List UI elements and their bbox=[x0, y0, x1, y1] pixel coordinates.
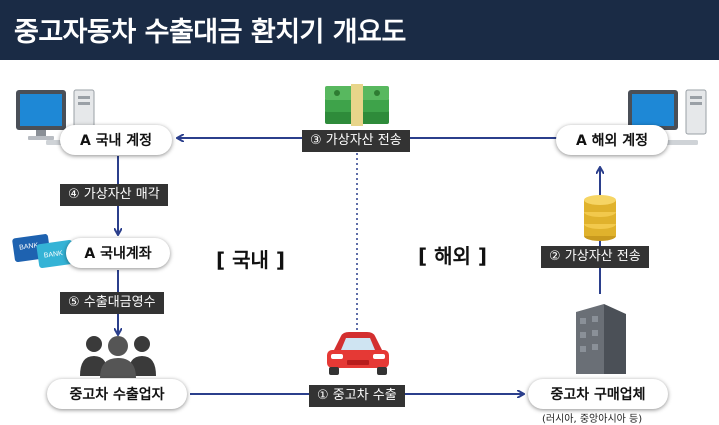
header-bar: 중고자동차 수출대금 환치기 개요도 bbox=[0, 0, 719, 60]
car-icon bbox=[327, 332, 389, 375]
node-a-domestic-bank: A 국내계좌 bbox=[66, 238, 170, 268]
step-label-3: ③ 가상자산 전송 bbox=[302, 130, 410, 152]
region-label-overseas: [ 해외 ] bbox=[418, 244, 488, 268]
node-a-overseas-account: A 해외 계정 bbox=[556, 125, 668, 155]
bank-card-icon: BANK BANK bbox=[12, 234, 75, 269]
bank-card-label: BANK bbox=[19, 242, 39, 252]
bank-card-label: BANK bbox=[43, 250, 63, 260]
step-label-1: ① 중고차 수출 bbox=[309, 385, 405, 407]
node-buyer: 중고차 구매업체 bbox=[528, 379, 668, 409]
node-a-domestic-account: A 국내 계정 bbox=[60, 125, 172, 155]
money-stack-icon bbox=[325, 84, 389, 126]
node-exporter: 중고차 수출업자 bbox=[47, 379, 187, 409]
buyer-region-note: (러시아, 중앙아시아 등) bbox=[542, 414, 643, 425]
coins-icon bbox=[584, 195, 616, 241]
people-group-icon bbox=[80, 336, 156, 378]
step-label-2: ② 가상자산 전송 bbox=[541, 246, 649, 268]
page-title: 중고자동차 수출대금 환치기 개요도 bbox=[14, 17, 406, 48]
region-label-domestic: [ 국내 ] bbox=[216, 248, 286, 272]
building-icon bbox=[576, 304, 626, 374]
step-label-4: ④ 가상자산 매각 bbox=[60, 184, 168, 206]
step-label-5: ⑤ 수출대금영수 bbox=[60, 292, 164, 314]
